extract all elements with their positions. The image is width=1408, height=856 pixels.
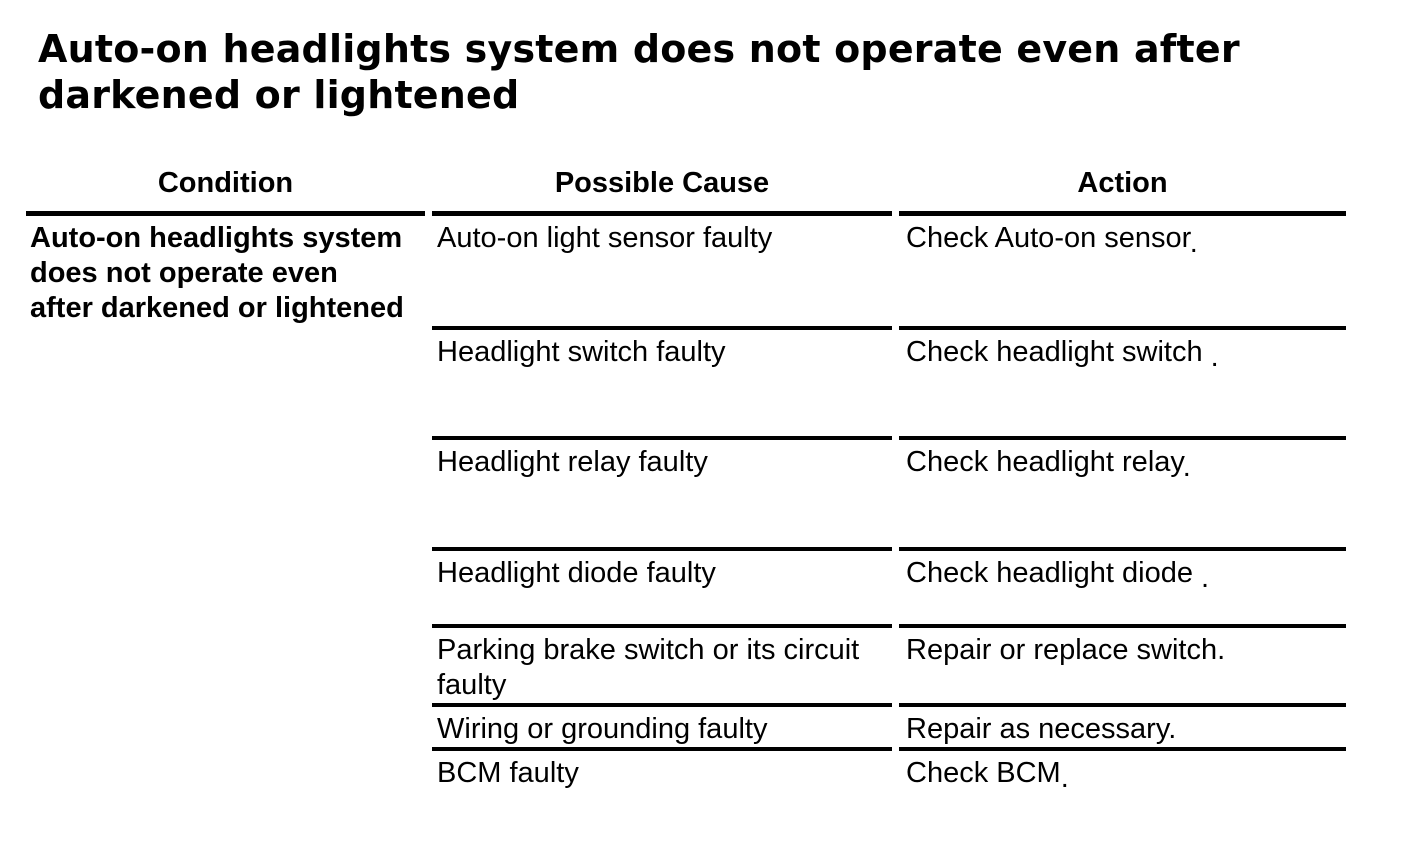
action-period: . — [1202, 341, 1219, 373]
action-period: . — [1168, 713, 1177, 745]
header-row: Condition Possible Cause Action — [26, 159, 1346, 216]
action-text: Check BCM — [906, 757, 1061, 789]
table-row: Parking brake switch or its circuit faul… — [26, 628, 1346, 707]
action-text: Check Auto-on sensor — [906, 222, 1190, 254]
table-row: Headlight relay faulty Check headlight r… — [26, 440, 1346, 551]
action-cell: Check headlight switch . — [899, 330, 1346, 440]
table-row: Wiring or grounding faulty Repair as nec… — [26, 707, 1346, 751]
action-period: . — [1060, 762, 1069, 794]
action-period: . — [1189, 227, 1198, 259]
action-cell: Check headlight diode . — [899, 551, 1346, 628]
action-cell: Check BCM. — [899, 751, 1346, 797]
cause-cell: Parking brake switch or its circuit faul… — [432, 628, 892, 707]
action-text: Check headlight switch — [906, 336, 1203, 368]
action-text: Check headlight diode — [906, 557, 1193, 589]
table-body: Auto-on headlights system does not opera… — [26, 216, 1346, 797]
table-header: Condition Possible Cause Action — [26, 159, 1346, 216]
table-row: Headlight diode faulty Check headlight d… — [26, 551, 1346, 628]
col-header-possible-cause: Possible Cause — [432, 159, 892, 216]
action-cell: Check headlight relay. — [899, 440, 1346, 551]
troubleshooting-table: Condition Possible Cause Action Auto-on … — [19, 159, 1353, 797]
action-cell: Repair or replace switch. — [899, 628, 1346, 707]
action-cell: Check Auto-on sensor. — [899, 216, 1346, 330]
cause-cell: BCM faulty — [437, 757, 579, 789]
page-title: Auto-on headlights system does not opera… — [38, 27, 1240, 117]
table-row: Headlight switch faulty Check headlight … — [26, 330, 1346, 440]
table-row: Auto-on headlights system does not opera… — [26, 216, 1346, 330]
cause-cell: Headlight relay faulty — [432, 440, 892, 551]
cause-cell: Headlight switch faulty — [432, 330, 892, 440]
action-text: Repair as necessary — [906, 713, 1169, 745]
condition-cell: Auto-on headlights system does not opera… — [30, 222, 404, 324]
action-cell: Repair as necessary. — [899, 707, 1346, 751]
table-row: BCM faulty Check BCM. — [26, 751, 1346, 797]
cause-cell: Wiring or grounding faulty — [432, 707, 892, 751]
action-text: Repair or replace switch — [906, 634, 1218, 666]
action-period: . — [1192, 562, 1210, 594]
col-header-action: Action — [899, 159, 1346, 216]
cause-cell: Auto-on light sensor faulty — [432, 216, 892, 330]
col-header-condition: Condition — [26, 159, 425, 216]
cause-cell: Headlight diode faulty — [432, 551, 892, 628]
action-period: . — [1217, 634, 1226, 666]
action-text: Check headlight relay — [906, 446, 1183, 478]
action-period: . — [1182, 451, 1191, 483]
